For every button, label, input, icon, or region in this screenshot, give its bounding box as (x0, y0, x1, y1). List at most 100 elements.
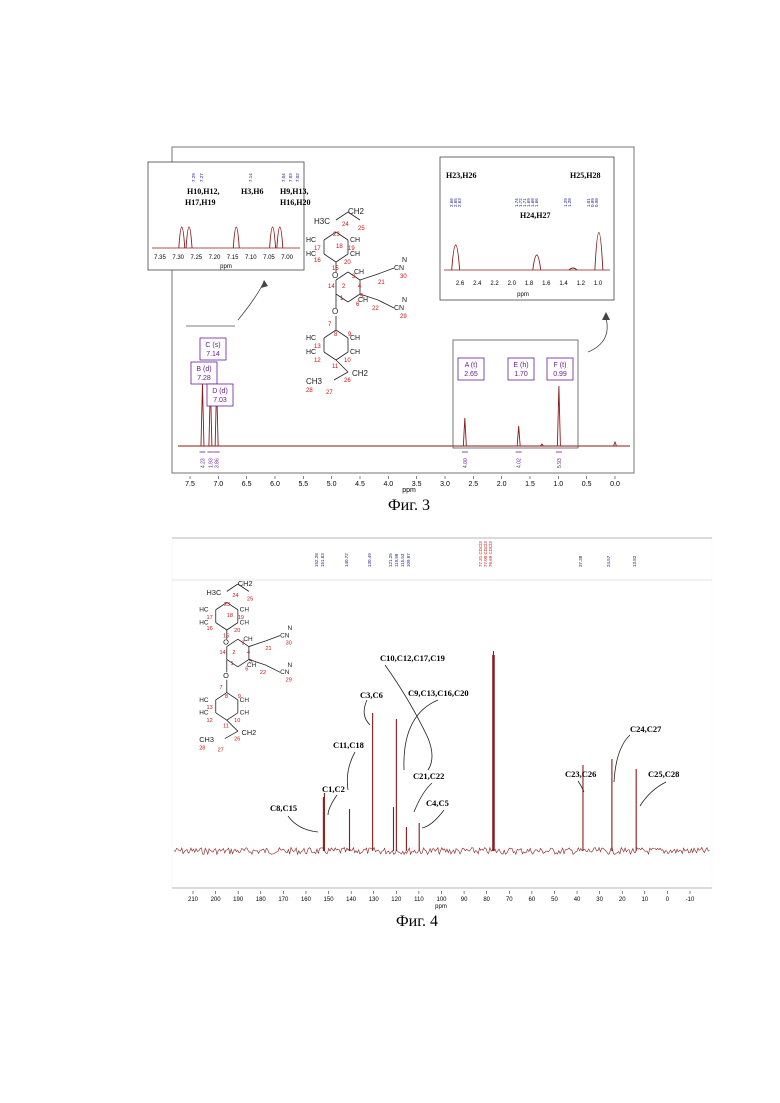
structure-label: CH (243, 636, 253, 643)
structure-label: CH (350, 251, 360, 258)
fig3-xlabel: ppm (402, 487, 416, 494)
fig4-tick-label: 10 (641, 897, 648, 903)
structure-label: 25 (247, 597, 253, 603)
fig3-tick-label: 6.0 (270, 481, 280, 488)
structure-label: 13 (207, 705, 213, 711)
structure-label: O (332, 271, 338, 280)
structure-label: HC (306, 335, 316, 342)
fig4-tick-label: 20 (619, 897, 626, 903)
inset-right-tick: 1.6 (542, 281, 551, 287)
assign-C11: C11,C18 (333, 740, 364, 750)
assign-C8: C8,C15 (270, 803, 297, 813)
structure-label: 23 (224, 602, 230, 608)
structure-label: HC (306, 251, 316, 258)
fig4-peak-label: 152.28 (314, 553, 319, 567)
assign-C21: C21,C22 (413, 771, 444, 781)
svg-text:F (t): F (t) (554, 362, 567, 369)
fig3-tick-label: 2.5 (468, 481, 478, 488)
structure-label: CN (280, 632, 290, 639)
structure-label: 21 (265, 646, 271, 652)
inset-right-xlabel: ppm (517, 292, 529, 298)
assign-H16: H16,H20 (280, 198, 310, 207)
structure-label: O (223, 671, 229, 680)
fig3-tick-label: 0.5 (582, 481, 592, 488)
inset-left-peak-label: 7.14 (248, 173, 253, 182)
assign-C9: C9,C13,C16,C20 (408, 688, 469, 698)
structure-label: 19 (238, 615, 244, 621)
structure-label: 11 (223, 724, 229, 730)
svg-text:C (s): C (s) (205, 342, 220, 349)
structure-label: 17 (207, 615, 213, 621)
fig4-tick-label: 80 (483, 897, 490, 903)
fig4-tick-label: 160 (301, 897, 312, 903)
structure-label: N (288, 625, 293, 632)
svg-text:A (t): A (t) (465, 362, 478, 369)
molecule-structure-fig4: H3CCH22425HCCHHCCH23171819161520O14CH3CN… (190, 579, 293, 754)
assign-C23: C23,C26 (565, 769, 596, 779)
peak-box-E: E (h) 1.70 (508, 358, 534, 380)
structure-label: 20 (344, 260, 351, 266)
structure-label: CH (240, 607, 250, 614)
structure-label: H3C (314, 217, 330, 226)
fig3-peak (557, 386, 560, 446)
fig4-tick-label: 110 (414, 897, 424, 903)
structure-label: 2 (342, 284, 346, 290)
inset-right-tick: 2.6 (456, 281, 465, 287)
assign-H10: H10,H12, (187, 187, 219, 196)
fig3-integral-label: 5.93 (557, 458, 563, 468)
structure-label: 23 (333, 232, 340, 238)
fig4-tick-label: 50 (551, 897, 558, 903)
structure-label: 12 (314, 358, 321, 364)
structure-label: N (288, 662, 293, 669)
structure-label: 10 (344, 358, 351, 364)
structure-label: CH (350, 237, 360, 244)
fig3-integral-label: 1.93 (208, 458, 214, 468)
fig4-caption: Фиг. 4 (396, 913, 438, 930)
fig3-tick-label: 5.0 (327, 481, 337, 488)
fig3-peaks (201, 384, 617, 446)
peak-box-A: A (t) 2.65 (458, 358, 484, 380)
fig3-peak (517, 426, 520, 446)
structure-label: 14 (219, 650, 225, 656)
inset-left-xlabel: ppm (220, 264, 232, 270)
svg-text:B (d): B (d) (196, 366, 211, 373)
inset-left-peak-label: 7.27 (199, 173, 204, 182)
svg-text:0.99: 0.99 (553, 371, 567, 378)
fig4-tick-label: 40 (574, 897, 581, 903)
fig3-integral-label: 4.00 (463, 458, 469, 468)
structure-label: CH2 (348, 207, 365, 216)
structure-label: 7 (328, 322, 332, 328)
fig4-axis: 2102001901801701601501401301201101009080… (188, 891, 695, 903)
assign-H24: H24,H27 (520, 211, 550, 220)
fig4-peak-label: 151.83 (320, 553, 325, 567)
structure-label: 16 (314, 258, 321, 264)
structure-label: 4 (247, 650, 250, 656)
inset-right-peak-label: 1.28 (567, 198, 572, 207)
inset-right-peak-label: 2.63 (457, 198, 462, 207)
structure-label: 13 (314, 344, 321, 350)
fig3-tick-label: 2.0 (497, 481, 507, 488)
structure-label: CH (354, 269, 364, 276)
structure-label: 10 (234, 718, 240, 724)
figure-3: 7.57.06.56.05.55.04.54.03.53.02.52.01.51… (148, 147, 634, 514)
inset-left-peak-label: 7.03 (288, 173, 293, 182)
fig3-tick-label: 0.0 (610, 481, 620, 488)
svg-text:7.28: 7.28 (197, 375, 211, 382)
structure-label: HC (306, 237, 316, 244)
structure-label: 29 (400, 314, 407, 320)
structure-label: CH2 (242, 728, 257, 737)
fig3-peak (614, 442, 617, 446)
fig4-peak-label: 121.25 (388, 553, 393, 567)
structure-label: 19 (348, 246, 355, 252)
structure-label: N (402, 297, 407, 304)
structure-label: HC (199, 697, 209, 704)
fig4-tick-label: -10 (686, 897, 695, 903)
assign-H9: H9,H13, (280, 187, 308, 196)
inset-right-tick: 2.2 (490, 281, 499, 287)
structure-label: H3C (207, 588, 222, 597)
fig4-xlabel: ppm (435, 904, 447, 910)
structure-label: CH (350, 335, 360, 342)
peak-box-B: B (d) 7.28 (191, 362, 217, 384)
structure-label: O (332, 307, 338, 316)
